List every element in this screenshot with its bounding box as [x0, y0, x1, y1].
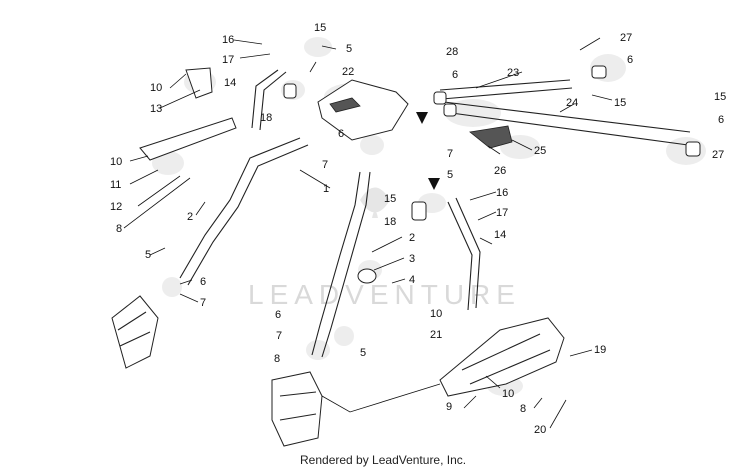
tube-center — [311, 171, 361, 356]
callout-10: 10 — [110, 156, 122, 168]
callout-6: 6 — [452, 69, 458, 81]
frame-tubes — [139, 65, 701, 358]
callout-10: 10 — [430, 308, 442, 320]
callout-5: 5 — [360, 347, 366, 359]
callout-5: 5 — [346, 43, 352, 55]
callout-7: 7 — [200, 297, 206, 309]
callout-19: 19 — [594, 344, 606, 356]
mount-right — [439, 317, 565, 397]
watermark: LEADVENTURE — [248, 187, 521, 310]
arrow-marker-1 — [416, 112, 428, 124]
callout-13: 13 — [150, 103, 162, 115]
callout-17: 17 — [222, 54, 234, 66]
callout-27: 27 — [712, 149, 724, 161]
callout-8: 8 — [274, 353, 280, 365]
callout-8: 8 — [116, 223, 122, 235]
callout-16: 16 — [496, 187, 508, 199]
strut-left — [139, 117, 237, 161]
callout-11: 11 — [110, 179, 121, 191]
callout-6: 6 — [275, 309, 281, 321]
callout-17: 17 — [496, 207, 508, 219]
mount-left — [111, 295, 159, 369]
callout-24: 24 — [566, 97, 578, 109]
callout-2: 2 — [187, 211, 193, 223]
callout-25: 25 — [534, 145, 546, 157]
callout-14: 14 — [224, 77, 236, 89]
callout-22: 22 — [342, 66, 354, 78]
tube-left — [179, 137, 301, 279]
arrow-marker-2 — [428, 178, 440, 190]
callout-1: 1 — [323, 183, 329, 195]
callout-27: 27 — [620, 32, 632, 44]
callout-bubbles — [152, 37, 706, 396]
callout-6: 6 — [627, 54, 633, 66]
leader-lines — [123, 37, 613, 429]
mount-center — [271, 371, 323, 447]
callout-5: 5 — [145, 249, 151, 261]
callout-10: 10 — [150, 82, 162, 94]
callout-21: 21 — [430, 329, 442, 341]
callout-5: 5 — [447, 169, 453, 181]
callout-18: 18 — [260, 112, 272, 124]
callout-6: 6 — [338, 128, 344, 140]
brace-right — [447, 201, 473, 311]
callout-7: 7 — [447, 148, 453, 160]
callout-6: 6 — [200, 276, 206, 288]
callout-10: 10 — [502, 388, 514, 400]
callout-6: 6 — [718, 114, 724, 126]
callout-16: 16 — [222, 34, 234, 46]
callout-12: 12 — [110, 201, 122, 213]
brace-left — [251, 69, 279, 129]
callout-8: 8 — [520, 403, 526, 415]
tube-upper — [439, 79, 571, 91]
callout-18: 18 — [384, 216, 396, 228]
mount-assemblies — [111, 295, 565, 447]
callout-28: 28 — [446, 46, 458, 58]
callout-labels: 1 2 2 3 4 5 5 5 5 5 6 6 6 6 6 6 7 7 7 7 … — [110, 22, 726, 436]
footer-credit: Rendered by LeadVenture, Inc. — [300, 453, 466, 467]
callout-23: 23 — [507, 67, 519, 79]
watermark-text: LEADVENTURE — [248, 279, 521, 310]
callout-4: 4 — [409, 274, 415, 286]
callout-20: 20 — [534, 424, 546, 436]
callout-15: 15 — [614, 97, 626, 109]
callout-15: 15 — [314, 22, 326, 34]
callout-15: 15 — [384, 193, 396, 205]
callout-9: 9 — [446, 401, 452, 413]
callout-7: 7 — [276, 330, 282, 342]
tube-right-long — [443, 101, 691, 133]
center-bracket — [317, 79, 409, 141]
callout-2: 2 — [409, 232, 415, 244]
callout-26: 26 — [494, 165, 506, 177]
callout-15: 15 — [714, 91, 726, 103]
callout-14: 14 — [494, 229, 506, 241]
callout-3: 3 — [409, 253, 415, 265]
callout-7: 7 — [322, 159, 328, 171]
